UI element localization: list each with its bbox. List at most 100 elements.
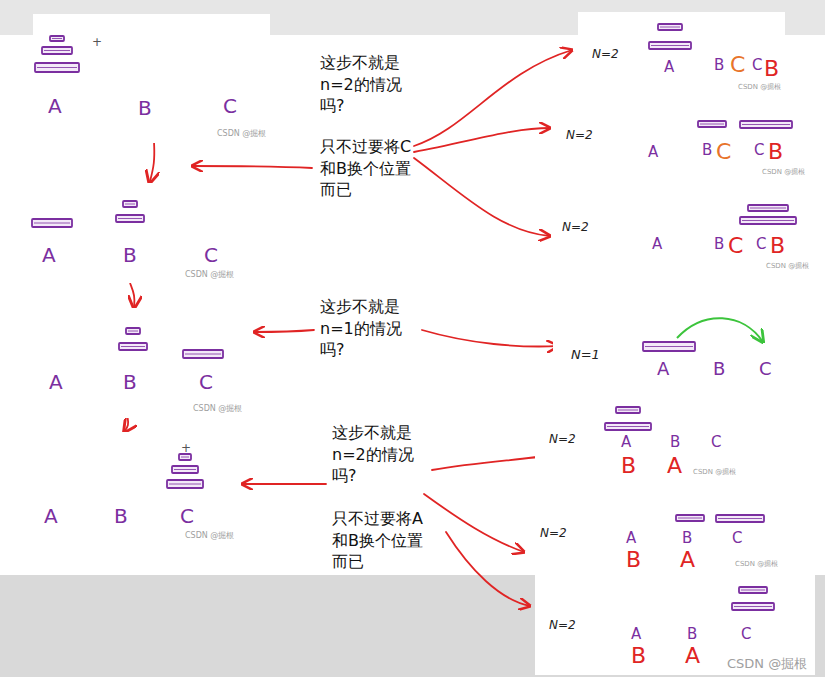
disk xyxy=(42,47,72,54)
peg-label: A xyxy=(44,506,58,526)
peg-label: C xyxy=(741,627,751,642)
peg-label: B xyxy=(714,237,724,252)
callout-note: 这步不就是n=2的情况吗? xyxy=(320,52,416,117)
peg-label: A xyxy=(42,245,56,265)
watermark: CSDN @掘根 xyxy=(185,532,234,540)
swap-label: B xyxy=(768,141,783,163)
peg-label: C xyxy=(756,237,766,252)
peg-label: B xyxy=(114,506,128,526)
peg-label: C xyxy=(180,506,194,526)
disk xyxy=(739,587,767,593)
peg-label: C xyxy=(223,96,237,116)
callout-arrow xyxy=(192,166,312,168)
panel: A B C CSDN @掘根 xyxy=(27,432,238,545)
panel: ABCCSDN @掘根 xyxy=(33,14,270,143)
case-label: N=2 xyxy=(549,433,576,445)
peg-label: B xyxy=(682,531,692,546)
watermark: CSDN @掘根 xyxy=(185,271,234,279)
panel: N=2ABCBACSDN @掘根 xyxy=(535,575,815,675)
peg-label: A xyxy=(631,627,641,642)
peg-label: B xyxy=(123,372,137,392)
peg-label: A xyxy=(621,435,631,450)
disk xyxy=(716,515,764,522)
panel: N=2ABCBACSDN @掘根 xyxy=(535,395,740,485)
peg-label: A xyxy=(652,237,662,252)
disk xyxy=(676,515,704,521)
peg-label: C xyxy=(711,435,721,450)
disk xyxy=(748,205,788,211)
swap-label: B xyxy=(764,58,779,80)
disk xyxy=(643,342,695,351)
disk xyxy=(732,603,774,610)
peg-label: A xyxy=(664,60,674,75)
swap-label: C xyxy=(716,141,731,163)
disk-drawing xyxy=(27,432,238,545)
disk xyxy=(698,121,726,127)
panel: N=2ABCCBCSDN @掘根 xyxy=(578,12,785,95)
disk xyxy=(649,42,691,49)
watermark: CSDN @掘根 xyxy=(762,169,805,176)
callout-arrow xyxy=(414,128,550,152)
watermark: CSDN @掘根 xyxy=(693,469,736,476)
swap-label: B xyxy=(770,235,785,257)
panel: N=2ABCBACSDN @掘根 xyxy=(530,487,792,575)
watermark: CSDN @掘根 xyxy=(193,405,242,413)
peg-label: C xyxy=(204,245,218,265)
panel: A B C CSDN @掘根 xyxy=(28,183,245,283)
disk-drawing xyxy=(33,14,270,143)
swap-label: A xyxy=(680,549,695,571)
callout-arrow xyxy=(414,50,572,146)
swap-label: B xyxy=(631,645,646,667)
swap-label: C xyxy=(730,54,745,76)
callout-note: 只不过要将C和B换个位置而已 xyxy=(320,136,416,201)
peg-label: A xyxy=(48,96,62,116)
peg-label: C xyxy=(759,360,772,378)
disk xyxy=(50,36,64,41)
peg-label: B xyxy=(713,360,725,378)
case-label: N=2 xyxy=(566,129,593,141)
callout-note: 这步不就是n=2的情况吗? xyxy=(332,422,428,487)
disk-drawing xyxy=(28,183,245,283)
watermark: CSDN @掘根 xyxy=(217,130,266,138)
step-arrow xyxy=(150,143,155,183)
callout-arrow xyxy=(422,330,558,346)
swap-label: C xyxy=(728,235,743,257)
disk xyxy=(605,423,651,430)
peg-label: A xyxy=(657,360,669,378)
disk xyxy=(658,24,682,30)
callout-arrow xyxy=(414,158,550,236)
disk xyxy=(32,219,72,227)
disk xyxy=(116,215,144,222)
peg-label: C xyxy=(732,531,742,546)
disk-drawing xyxy=(33,308,248,418)
panel: N=2ABCCBCSDN @掘根 xyxy=(556,95,825,185)
swap-label: B xyxy=(621,455,636,477)
panel: N=1ABC xyxy=(553,302,783,392)
peg-label: B xyxy=(702,143,712,158)
panel: N=2ABCCBCSDN @掘根 xyxy=(556,185,825,275)
callout-arrow xyxy=(424,494,524,552)
case-label: N=2 xyxy=(549,619,576,631)
watermark: CSDN @掘根 xyxy=(735,561,778,568)
callout-arrow xyxy=(432,455,552,470)
disk xyxy=(740,121,792,128)
disk-drawing xyxy=(553,302,783,392)
peg-label: C xyxy=(199,372,213,392)
disk-drawing xyxy=(556,185,825,275)
peg-label: B xyxy=(123,245,137,265)
cursor-mark: + xyxy=(92,34,106,50)
bottom-band xyxy=(0,575,825,677)
callout-note: 这步不就是n=1的情况吗? xyxy=(320,296,416,361)
watermark: CSDN @掘根 xyxy=(766,263,809,270)
callout-note: 只不过要将A和B换个位置而已 xyxy=(332,508,428,573)
disk xyxy=(740,217,796,224)
disk xyxy=(167,480,203,488)
disk xyxy=(172,466,198,473)
case-label: N=2 xyxy=(540,527,567,539)
step-arrow xyxy=(130,283,134,308)
swap-label: B xyxy=(626,549,641,571)
peg-label: A xyxy=(626,531,636,546)
case-label: N=2 xyxy=(562,221,589,233)
disk xyxy=(119,343,147,350)
peg-label: C xyxy=(752,58,762,73)
